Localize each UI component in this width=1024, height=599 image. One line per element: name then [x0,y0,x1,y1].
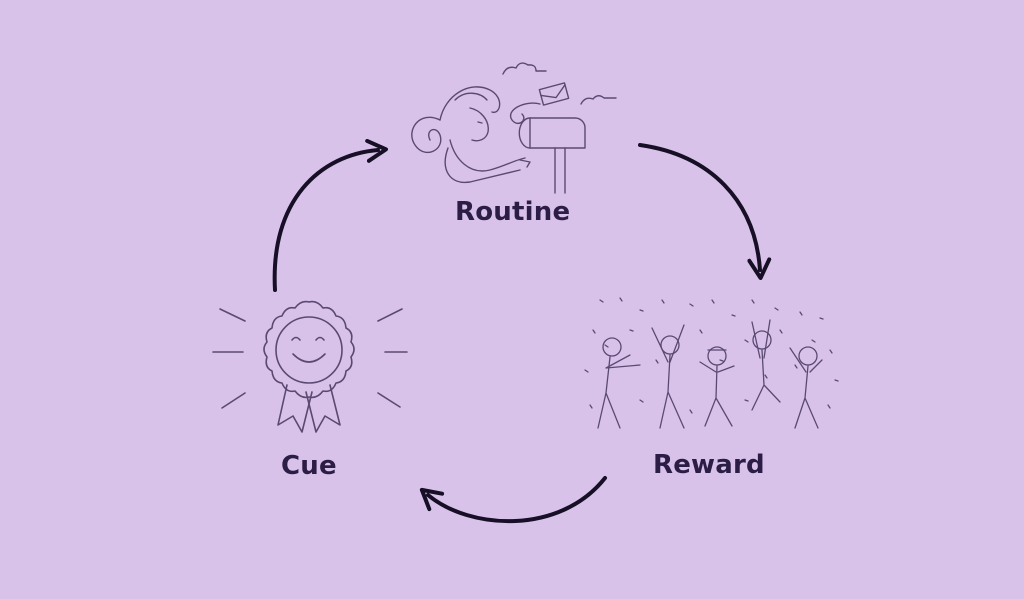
celebrating-people-icon [584,297,839,429]
cycle-arrows [272,138,772,524]
arrow-cue-to-routine [272,138,388,292]
person-mailbox-icon [411,62,617,194]
stage-label-routine: Routine [455,197,571,227]
confetti [584,297,839,414]
arrow-routine-to-reward [638,143,772,280]
stage-label-reward: Reward [653,450,765,480]
smiling-badge-icon [212,300,408,433]
stage-label-cue: Cue [281,451,337,481]
arrow-reward-to-cue [419,476,607,524]
